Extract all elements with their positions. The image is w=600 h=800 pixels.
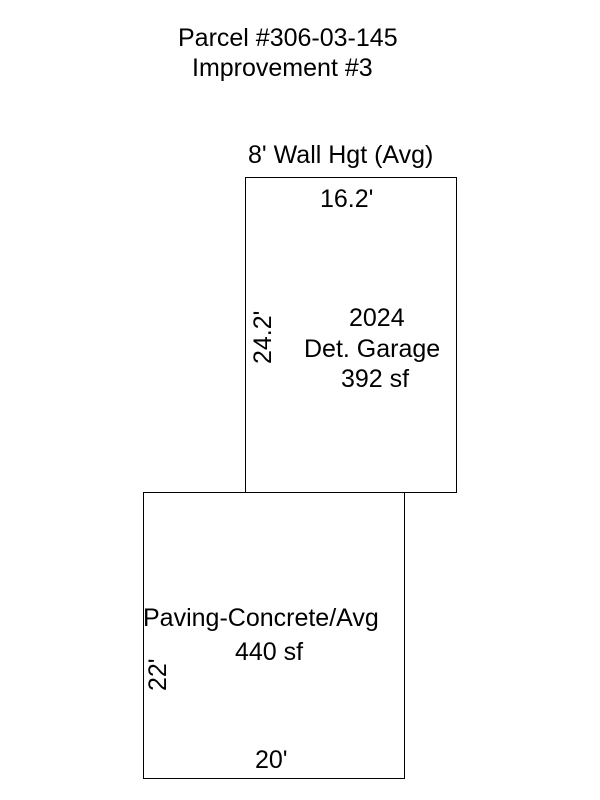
improvement-number: Improvement #3 [192, 54, 373, 82]
garage-type: Det. Garage [304, 335, 441, 363]
paving-width-dimension: 20' [255, 746, 288, 774]
paving-area: 440 sf [235, 638, 304, 666]
garage-width-dimension: 16.2' [320, 185, 374, 213]
garage-area: 392 sf [341, 365, 410, 393]
garage-depth-dimension: 24.2' [249, 310, 277, 364]
garage-year: 2024 [349, 304, 405, 332]
paving-outline [143, 492, 405, 779]
garage-wall-height-label: 8' Wall Hgt (Avg) [248, 141, 434, 169]
paving-depth-dimension: 22' [144, 658, 172, 691]
parcel-number: Parcel #306-03-145 [178, 24, 398, 52]
paving-type: Paving-Concrete/Avg [143, 604, 379, 632]
